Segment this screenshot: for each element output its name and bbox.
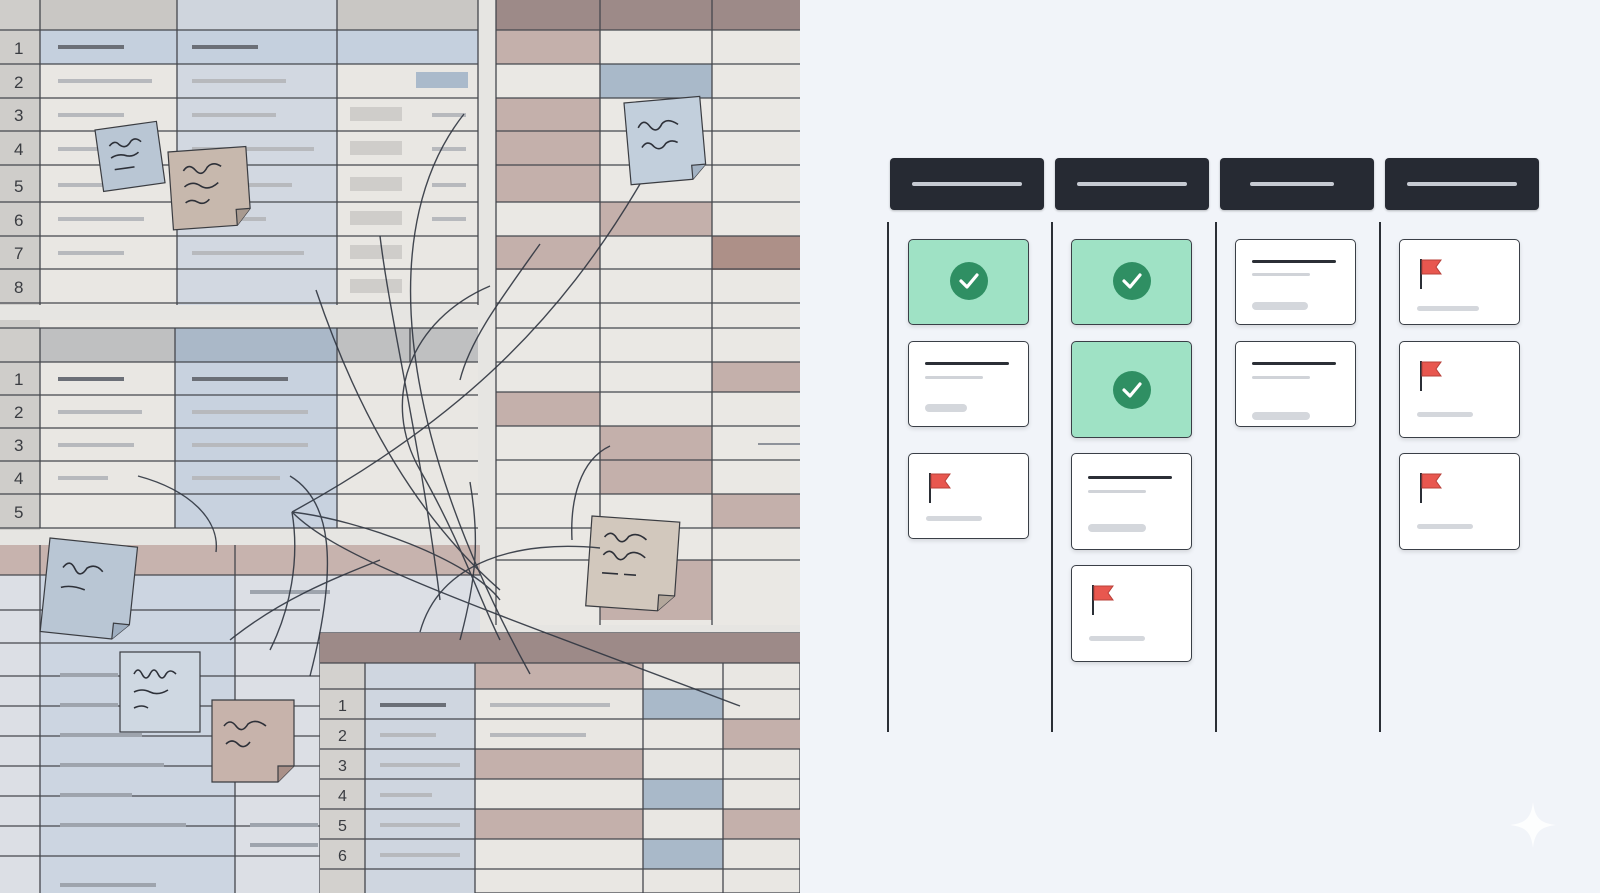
flagged-card[interactable] [1399,453,1520,550]
row-number: 3 [338,758,347,775]
done-card[interactable] [1071,341,1192,438]
column-divider [1379,222,1381,732]
check-circle-icon [1113,262,1151,300]
card-tag [1417,306,1479,311]
card-title-line [925,362,1009,365]
task-card[interactable] [1071,453,1192,550]
card-tag [1417,412,1473,417]
flagged-card[interactable] [908,453,1029,539]
card-tag [1088,524,1146,532]
row-number: 4 [338,788,347,805]
card-tag [925,404,967,412]
red-flag-icon [1092,585,1114,615]
row-number: 2 [14,73,23,92]
row-number: 8 [14,278,23,297]
task-card[interactable] [1235,239,1356,325]
row-number: 6 [338,848,347,865]
row-number: 5 [14,177,23,196]
sticky-note [119,651,201,733]
column-header [1220,158,1374,210]
check-circle-icon [950,262,988,300]
sticky-note [94,120,166,193]
card-tag [1089,636,1145,641]
card-tag [1252,412,1310,420]
card-tag [926,516,982,521]
card-text-line [1252,273,1310,276]
done-card[interactable] [1071,239,1192,325]
row-number: 4 [14,140,23,159]
spreadsheet-collage: 1 2 3 4 5 6 7 8 [0,0,800,893]
card-title-line [1252,362,1336,365]
column-header [890,158,1044,210]
red-flag-icon [1420,259,1442,289]
row-number: 1 [14,39,23,58]
sticky-note [167,145,251,231]
card-tag [1417,524,1473,529]
card-title-line [1088,476,1172,479]
column-header [1385,158,1539,210]
task-card[interactable] [1235,341,1356,427]
row-number: 3 [14,106,23,125]
spreadsheet-panel-a: 1 2 3 4 5 6 7 8 [0,0,479,305]
row-number: 7 [14,244,23,263]
check-circle-icon [1113,371,1151,409]
row-number: 1 [14,370,23,389]
card-text-line [1252,376,1310,379]
red-flag-icon [1420,473,1442,503]
row-number: 2 [338,728,347,745]
card-tag [1252,302,1308,310]
column-title-placeholder [1250,182,1334,186]
card-text-line [1088,490,1146,493]
flagged-card[interactable] [1399,239,1520,325]
messy-spreadsheets: 1 2 3 4 5 6 7 8 [0,0,800,893]
spreadsheet-panel-e: 1 2 3 4 5 6 [319,632,800,893]
card-title-line [1252,260,1336,263]
row-number: 1 [338,698,347,715]
column-divider [887,222,889,732]
row-number: 5 [14,503,23,522]
card-text-line [925,376,983,379]
column-title-placeholder [1077,182,1187,186]
task-card[interactable] [908,341,1029,427]
column-title-placeholder [1407,182,1517,186]
spreadsheet-panel-c: 1 2 3 4 5 [0,320,478,530]
red-flag-icon [929,473,951,503]
sticky-note [39,537,139,640]
column-header [1055,158,1209,210]
column-title-placeholder [912,182,1022,186]
sparkle-icon [1510,802,1556,848]
flagged-card[interactable] [1399,341,1520,438]
row-number: 6 [14,211,23,230]
column-divider [1215,222,1217,732]
sticky-note [623,95,707,186]
kanban-board [800,0,1600,893]
row-number: 3 [14,436,23,455]
row-number: 4 [14,469,23,488]
red-flag-icon [1420,361,1442,391]
done-card[interactable] [908,239,1029,325]
sticky-note [211,699,295,783]
row-number: 2 [14,403,23,422]
flagged-card[interactable] [1071,565,1192,662]
row-number: 5 [338,818,347,835]
tangled-lines [137,113,741,707]
sticky-note [585,515,681,612]
column-divider [1051,222,1053,732]
